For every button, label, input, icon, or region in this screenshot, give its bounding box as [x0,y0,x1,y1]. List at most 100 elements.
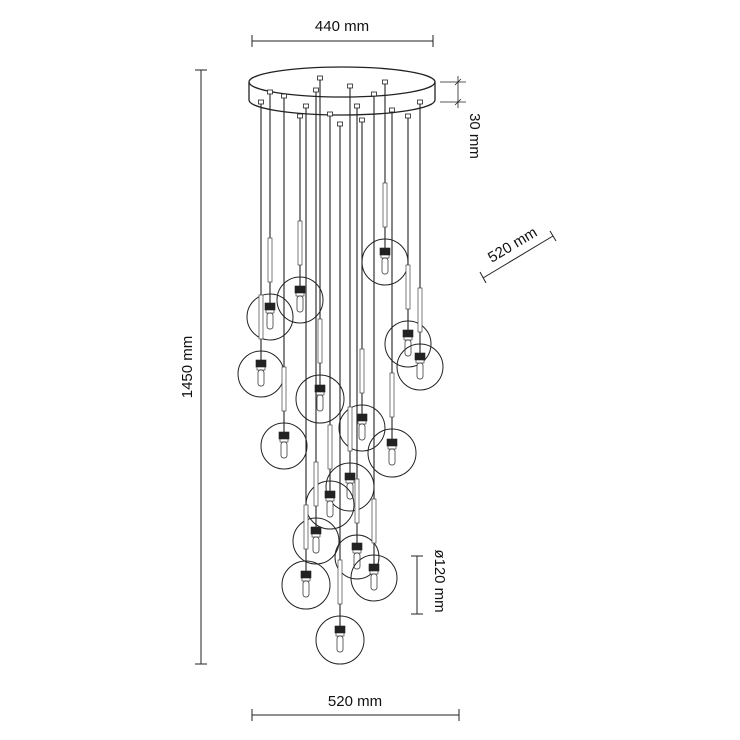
cable-grip [382,79,388,85]
holder-ring [345,479,355,484]
pendant-light [246,89,294,341]
pendant-light [315,121,365,665]
holder-ring [357,420,367,425]
cable-sleeve [281,366,287,412]
glass-globe [246,293,294,341]
bulb [404,339,412,357]
globe-diameter-label: ø120 mm [431,549,448,612]
pendant-light [276,113,324,324]
lamp-holder [386,438,398,447]
dimension-depth: 520 mm [479,224,557,284]
dimension-globe-diameter: ø120 mm [411,549,448,615]
holder-ring [265,309,275,314]
cable-grip [267,89,273,95]
glass-globe [350,554,398,602]
pendant-light [350,91,398,602]
glass-globe [396,343,444,391]
cable-sleeve [371,498,377,544]
pendant-light [338,117,386,452]
holder-ring [380,254,390,259]
cable-grip [303,103,309,109]
cable-grip [327,111,333,117]
bulb [296,295,304,313]
lamp-holder [278,431,290,440]
total-height-label: 1450 mm [179,336,196,399]
bulb [280,441,288,459]
pendant-light [396,99,444,391]
glass-globe [338,404,386,452]
cable-sleeve [382,182,388,228]
lamp-holder [300,570,312,579]
lamp-holder [334,625,346,634]
cable-sleeve [267,237,273,283]
holder-ring [403,336,413,341]
cable-sleeve [327,424,333,470]
cable-grip [281,93,287,99]
cable-grip [354,103,360,109]
total-width-label: 520 mm [328,693,382,710]
pendant-light [384,113,432,368]
holder-ring [301,577,311,582]
bulb [416,362,424,380]
glass-globe [384,320,432,368]
pendant-light [295,75,345,424]
lamp-holder [294,285,306,294]
dimension-total-width: 520 mm [251,693,460,721]
pendant-light [281,103,331,610]
glass-globe [334,534,380,580]
holder-ring [311,533,321,538]
canopy-height-label: 30 mm [466,113,483,159]
pendant-light [305,111,355,530]
cable-sleeve [317,318,323,364]
pendant-light [334,103,380,580]
pendant-light [237,99,285,398]
holder-ring [369,570,379,575]
bulb [381,257,389,275]
holder-ring [315,391,325,396]
cable-sleeve [347,406,353,452]
cable-sleeve [303,504,309,550]
dimension-total-height: 1450 mm [179,69,207,665]
bulb [326,500,334,518]
cable-grip [337,121,343,127]
holder-ring [335,632,345,637]
cable-sleeve [354,478,360,524]
lamp-holder [344,472,356,481]
canopy [248,66,436,116]
bulb [257,369,265,387]
cable-sleeve [297,220,303,266]
cable-grip [313,87,319,93]
lamp-holder [310,526,322,535]
cable-sleeve [337,559,343,605]
lamp-holder [356,413,368,422]
cable-grip [297,113,303,119]
cable-grip [317,75,323,81]
lamp-holder [368,563,380,572]
bulb [316,394,324,412]
pendant-light [361,79,409,286]
holder-ring [295,292,305,297]
pendant-light [367,107,417,478]
bulb [312,536,320,554]
glass-globe [295,374,345,424]
glass-globe [367,428,417,478]
dimension-canopy-width: 440 mm [251,18,434,47]
lamp-holder [324,490,336,499]
cable-grip [405,113,411,119]
bulb [388,448,396,466]
cable-sleeve [258,294,264,340]
holder-ring [256,366,266,371]
lamp-holder [264,302,276,311]
pendant-light [292,87,340,565]
cable-grip [258,99,264,105]
cable-sleeve [359,348,365,394]
holder-ring [352,549,362,554]
cable-sleeve [313,461,319,507]
canopy-width-label: 440 mm [315,18,369,35]
pendant-light [260,93,308,470]
lamp-holder [351,542,363,551]
cable-sleeve [389,372,395,418]
lamp-holder [414,352,426,361]
cable-grip [347,83,353,89]
